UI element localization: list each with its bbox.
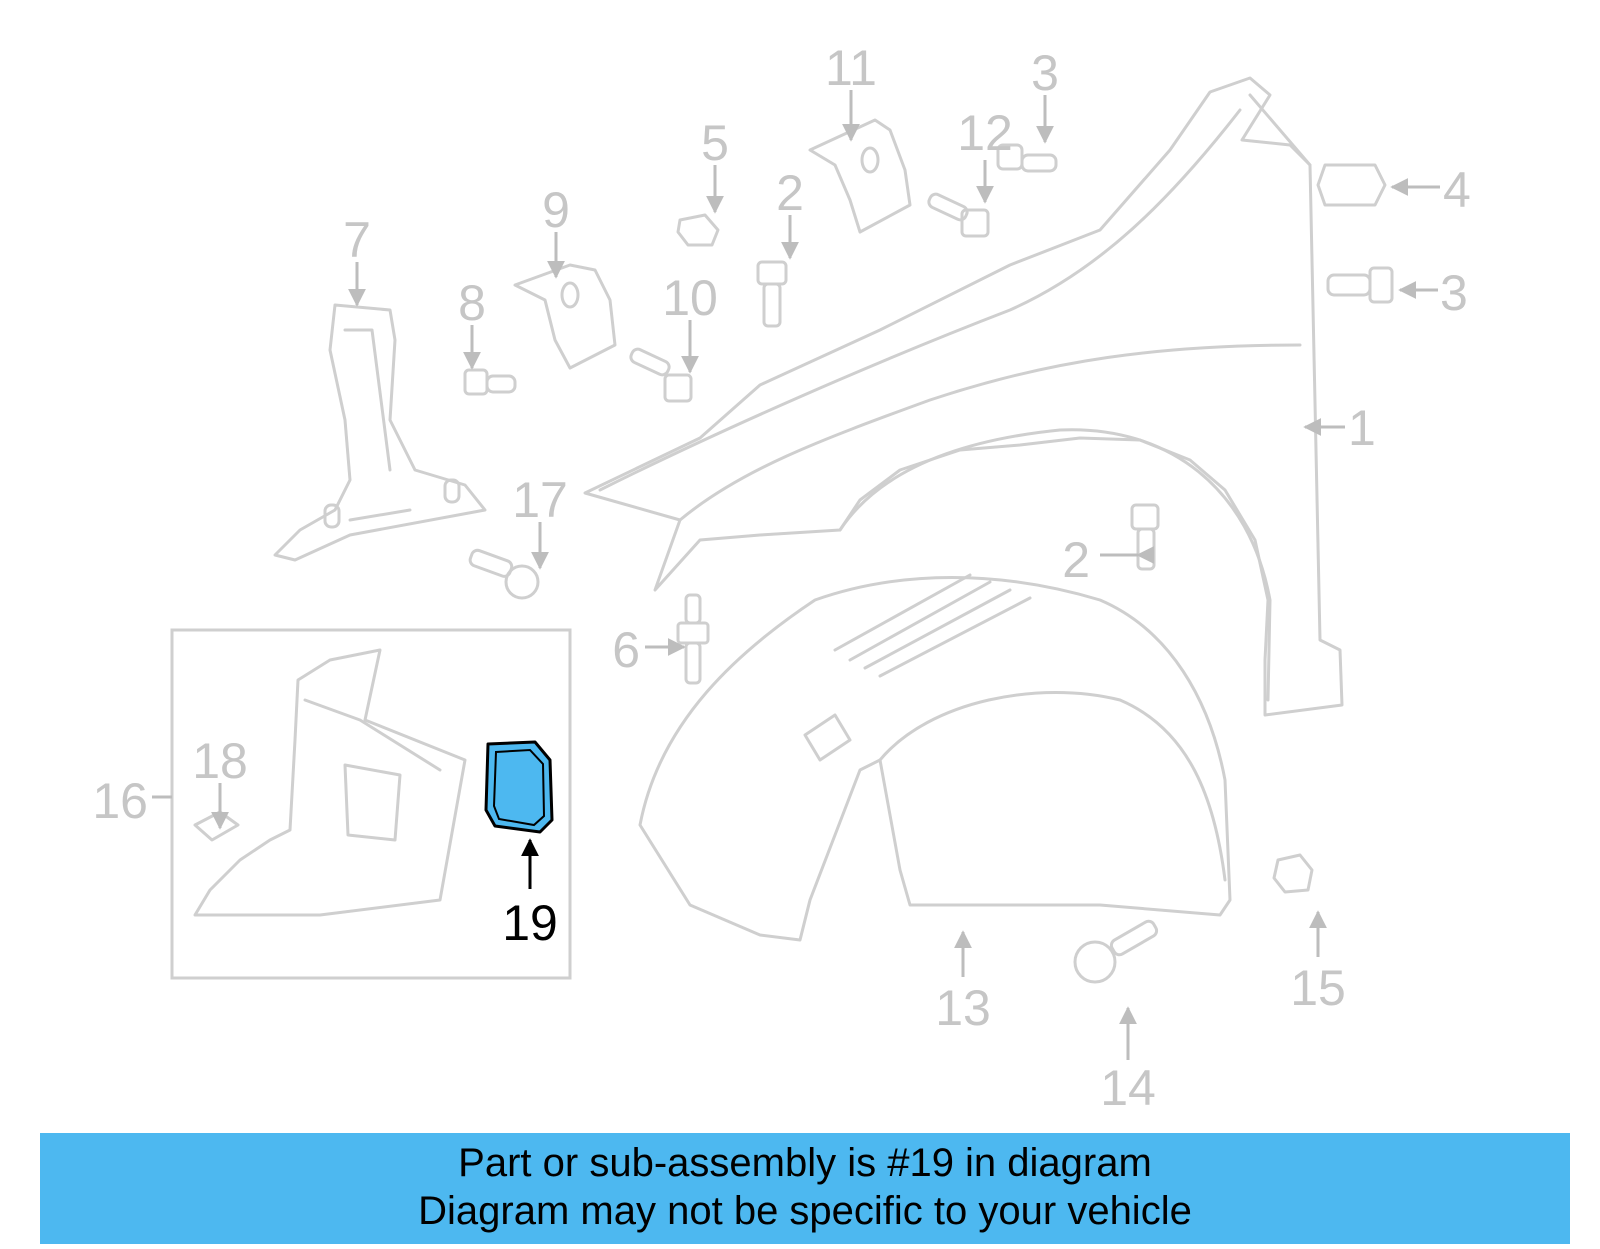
nut-4-part: [1316, 163, 1387, 207]
callout-lines: [152, 90, 1440, 1060]
bolt-8-part: [463, 368, 517, 396]
fender-liner-13-part: [638, 573, 1232, 942]
info-banner: Part or sub-assembly is #19 in diagram D…: [40, 1133, 1570, 1244]
bracket-9-part: [513, 263, 617, 370]
stud-6-part: [676, 593, 710, 685]
seal-19-part: [484, 740, 554, 834]
nut-15-part: [1272, 853, 1314, 894]
callout-4: 4: [1443, 162, 1471, 218]
bolt-14-part: [1073, 919, 1159, 984]
callout-18: 18: [192, 733, 248, 789]
callout-14: 14: [1100, 1060, 1156, 1116]
callout-6: 6: [612, 622, 640, 678]
bolt-3-upper-part: [996, 143, 1058, 173]
callout-2-upper: 2: [776, 165, 804, 221]
callout-16: 16: [92, 773, 148, 829]
callout-7: 7: [343, 212, 371, 268]
bolt-17-part: [468, 548, 540, 600]
callout-19: 19: [502, 895, 558, 951]
banner-line-1: Part or sub-assembly is #19 in diagram: [458, 1141, 1152, 1185]
callout-17: 17: [512, 472, 568, 528]
banner-line-2: Diagram may not be specific to your vehi…: [418, 1189, 1192, 1233]
fender-part: [583, 76, 1344, 717]
callout-15: 15: [1290, 960, 1346, 1016]
callout-3-upper: 3: [1031, 45, 1059, 101]
bolt-2-upper-part: [756, 260, 788, 328]
callout-2-lower: 2: [1062, 532, 1090, 588]
bolt-2-lower-part: [1130, 503, 1160, 571]
bolt-3-right-part: [1326, 266, 1394, 304]
callout-3-right: 3: [1440, 265, 1468, 321]
nut-5-part: [676, 213, 720, 247]
bracket-11-part: [808, 118, 912, 234]
bolt-10-part: [629, 347, 693, 403]
bracket-7-part: [273, 303, 487, 562]
callout-1: 1: [1348, 400, 1376, 456]
callout-13: 13: [935, 980, 991, 1036]
bolt-12-part: [927, 192, 990, 238]
callout-11: 11: [825, 40, 877, 96]
callout-10: 10: [662, 270, 718, 326]
callout-8: 8: [458, 275, 486, 331]
callout-9: 9: [542, 182, 570, 238]
callout-12: 12: [957, 105, 1013, 161]
callout-5: 5: [701, 115, 729, 171]
